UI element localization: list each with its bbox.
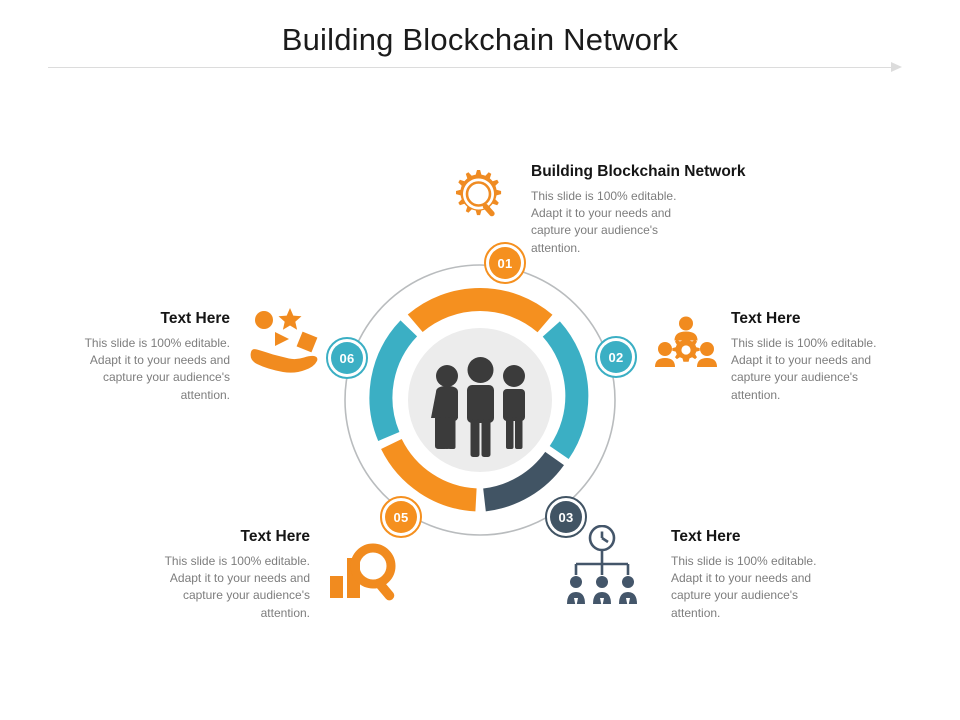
badge-03-label: 03 [550,501,582,533]
org-chart-clock-icon [563,524,641,610]
title-divider [48,62,912,74]
bar-chart-magnifier-icon [330,542,398,609]
bottom-left-heading: Text Here [240,528,311,545]
outer-track-circle [344,264,616,536]
top-right-body: This slide is 100% editable. Adapt it to… [531,188,677,255]
badge-05[interactable]: 05 [380,496,422,538]
right-body: This slide is 100% editable. Adapt it to… [731,335,877,402]
badge-02-label: 02 [600,341,632,373]
text-block-right: Text Here This slide is 100% editable. A… [731,310,891,404]
bottom-right-body: This slide is 100% editable. Adapt it to… [671,553,817,620]
badge-06[interactable]: 06 [326,337,368,379]
left-heading: Text Here [160,310,231,327]
gear-magnifier-icon [450,168,508,231]
circular-diagram [215,155,745,635]
badge-01[interactable]: 01 [484,242,526,284]
badge-02[interactable]: 02 [595,336,637,378]
three-people-icon [431,357,525,457]
ring-segment-navy-bottom-right [482,451,564,512]
text-block-bottom-left: Text Here This slide is 100% editable. A… [148,528,310,622]
right-heading: Text Here [731,310,801,327]
page-title: Building Blockchain Network [281,22,679,57]
ring-segment-orange-bottom-left [381,438,477,512]
bottom-right-heading: Text Here [671,528,741,545]
badge-03[interactable]: 03 [545,496,587,538]
left-body: This slide is 100% editable. Adapt it to… [84,335,230,402]
badge-01-label: 01 [489,247,521,279]
arrow-right-icon [891,62,902,72]
ring-segment-teal-right [542,321,589,460]
text-block-left: Text Here This slide is 100% editable. A… [68,310,230,404]
bottom-left-body: This slide is 100% editable. Adapt it to… [164,553,310,620]
top-right-heading: Building Blockchain Network [531,163,746,180]
text-block-bottom-right: Text Here This slide is 100% editable. A… [671,528,836,622]
team-gear-icon [655,315,717,382]
ring-segment-orange-top [407,288,553,333]
hand-shapes-icon [250,308,326,383]
badge-05-label: 05 [385,501,417,533]
text-block-top-right: Building Blockchain Network This slide i… [531,163,813,257]
ring-segment-teal-left [369,320,418,441]
divider-line [48,67,893,68]
badge-06-label: 06 [331,342,363,374]
